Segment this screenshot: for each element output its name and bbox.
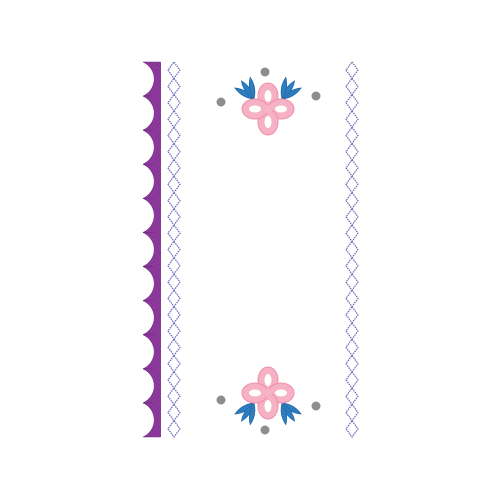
chain-diamond — [167, 419, 181, 439]
chain-diamond — [345, 338, 359, 357]
leaf — [248, 76, 256, 100]
chain-diamond — [167, 77, 181, 96]
chain-diamond — [345, 272, 359, 292]
chain-diamond — [167, 354, 181, 373]
right-diamond-chain — [345, 60, 359, 439]
dot — [311, 401, 321, 411]
dot — [260, 425, 270, 435]
chain-diamond — [345, 60, 359, 80]
chain-diamond — [167, 191, 181, 210]
petal-hole — [264, 90, 272, 102]
dot — [216, 395, 226, 405]
chain-diamond — [345, 256, 359, 275]
petal-hole — [264, 400, 272, 412]
chain-diamond — [167, 93, 181, 112]
leaf — [248, 402, 256, 426]
chain-diamond — [167, 305, 181, 324]
chain-diamond — [167, 272, 181, 292]
leaf — [280, 76, 288, 100]
chain-diamond — [167, 289, 181, 308]
dot — [311, 91, 321, 101]
petal-hole — [264, 116, 272, 128]
chain-diamond — [345, 158, 359, 178]
chain-diamond — [345, 240, 359, 259]
chain-diamond — [345, 93, 359, 112]
chain-diamond — [167, 321, 181, 341]
chain-diamond — [167, 109, 181, 129]
chain-diamond — [345, 126, 359, 145]
petal-hole — [249, 389, 261, 397]
chain-diamond — [345, 77, 359, 96]
dot — [216, 97, 226, 107]
chain-diamond — [345, 142, 359, 161]
scallop-band-edge — [154, 62, 161, 437]
chain-diamond — [345, 403, 359, 422]
petal-hole — [275, 105, 287, 113]
chain-diamond — [167, 175, 181, 194]
petal-hole — [275, 389, 287, 397]
chain-diamond — [345, 109, 359, 129]
flower-center — [264, 389, 272, 397]
chain-diamond — [345, 354, 359, 373]
leaf — [280, 402, 288, 426]
chain-diamond — [345, 289, 359, 308]
chain-diamond — [167, 207, 181, 227]
chain-diamond — [167, 240, 181, 259]
chain-diamond — [167, 126, 181, 145]
flower-center — [264, 105, 272, 113]
chain-diamond — [167, 60, 181, 80]
chain-diamond — [167, 256, 181, 275]
left-diamond-chain — [167, 60, 181, 439]
chain-diamond — [167, 142, 181, 161]
chain-diamond — [345, 175, 359, 194]
dot — [260, 67, 270, 77]
bottom-flower-motif — [216, 366, 321, 435]
chain-diamond — [345, 191, 359, 210]
chain-diamond — [167, 224, 181, 243]
chain-diamond — [345, 224, 359, 243]
chain-diamond — [167, 370, 181, 390]
chain-diamond — [345, 207, 359, 227]
chain-diamond — [345, 419, 359, 439]
scallop-border — [142, 61, 161, 438]
chain-diamond — [345, 321, 359, 341]
chain-diamond — [345, 370, 359, 390]
top-flower-motif — [216, 67, 321, 136]
petal-hole — [264, 374, 272, 386]
chain-diamond — [345, 387, 359, 406]
chain-diamond — [167, 403, 181, 422]
chain-diamond — [167, 158, 181, 178]
petal-hole — [249, 105, 261, 113]
chain-diamond — [167, 338, 181, 357]
chain-diamond — [167, 387, 181, 406]
chain-diamond — [345, 305, 359, 324]
